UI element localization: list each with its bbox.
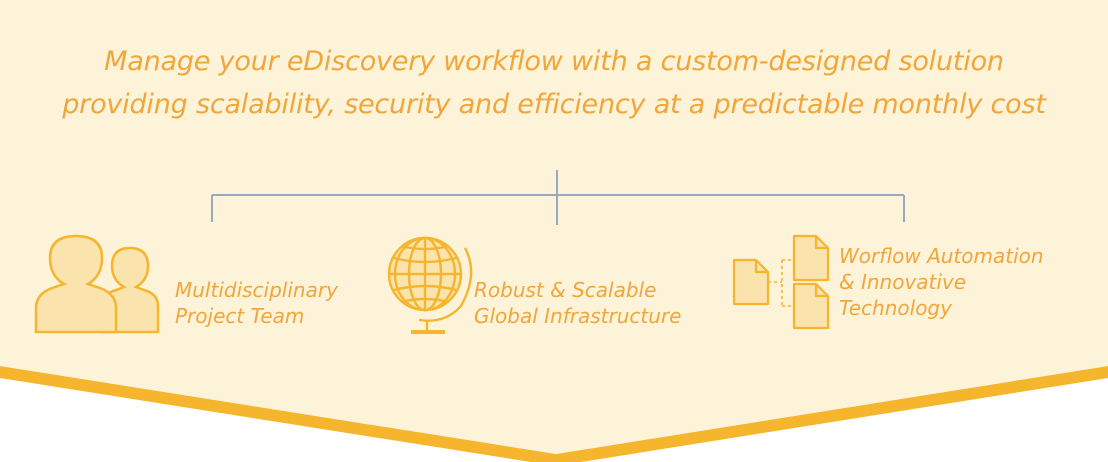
item-label-automation-line-3: Technology — [839, 296, 952, 320]
item-label-team-line-2: Project Team — [175, 304, 305, 328]
people-icon — [34, 234, 160, 334]
item-label-infrastructure: Robust & Scalable Global Infrastructure — [474, 277, 681, 329]
globe-icon — [387, 236, 473, 334]
documents-workflow-icon — [732, 234, 830, 330]
item-label-team-line-1: Multidisciplinary — [175, 278, 338, 302]
item-label-automation: Worflow Automation & Innovative Technolo… — [839, 243, 1044, 321]
headline-line-2: providing scalability, security and effi… — [62, 89, 1046, 120]
item-label-automation-line-1: Worflow Automation — [839, 244, 1044, 268]
headline-line-1: Manage your eDiscovery workflow with a c… — [104, 46, 1004, 77]
chevron-fill — [0, 352, 1108, 454]
item-label-infrastructure-line-1: Robust & Scalable — [474, 278, 657, 302]
item-label-team: Multidisciplinary Project Team — [175, 277, 338, 329]
connector-lines — [211, 170, 905, 225]
item-label-automation-line-2: & Innovative — [839, 270, 967, 294]
headline: Manage your eDiscovery workflow with a c… — [0, 40, 1108, 126]
item-label-infrastructure-line-2: Global Infrastructure — [474, 304, 682, 328]
